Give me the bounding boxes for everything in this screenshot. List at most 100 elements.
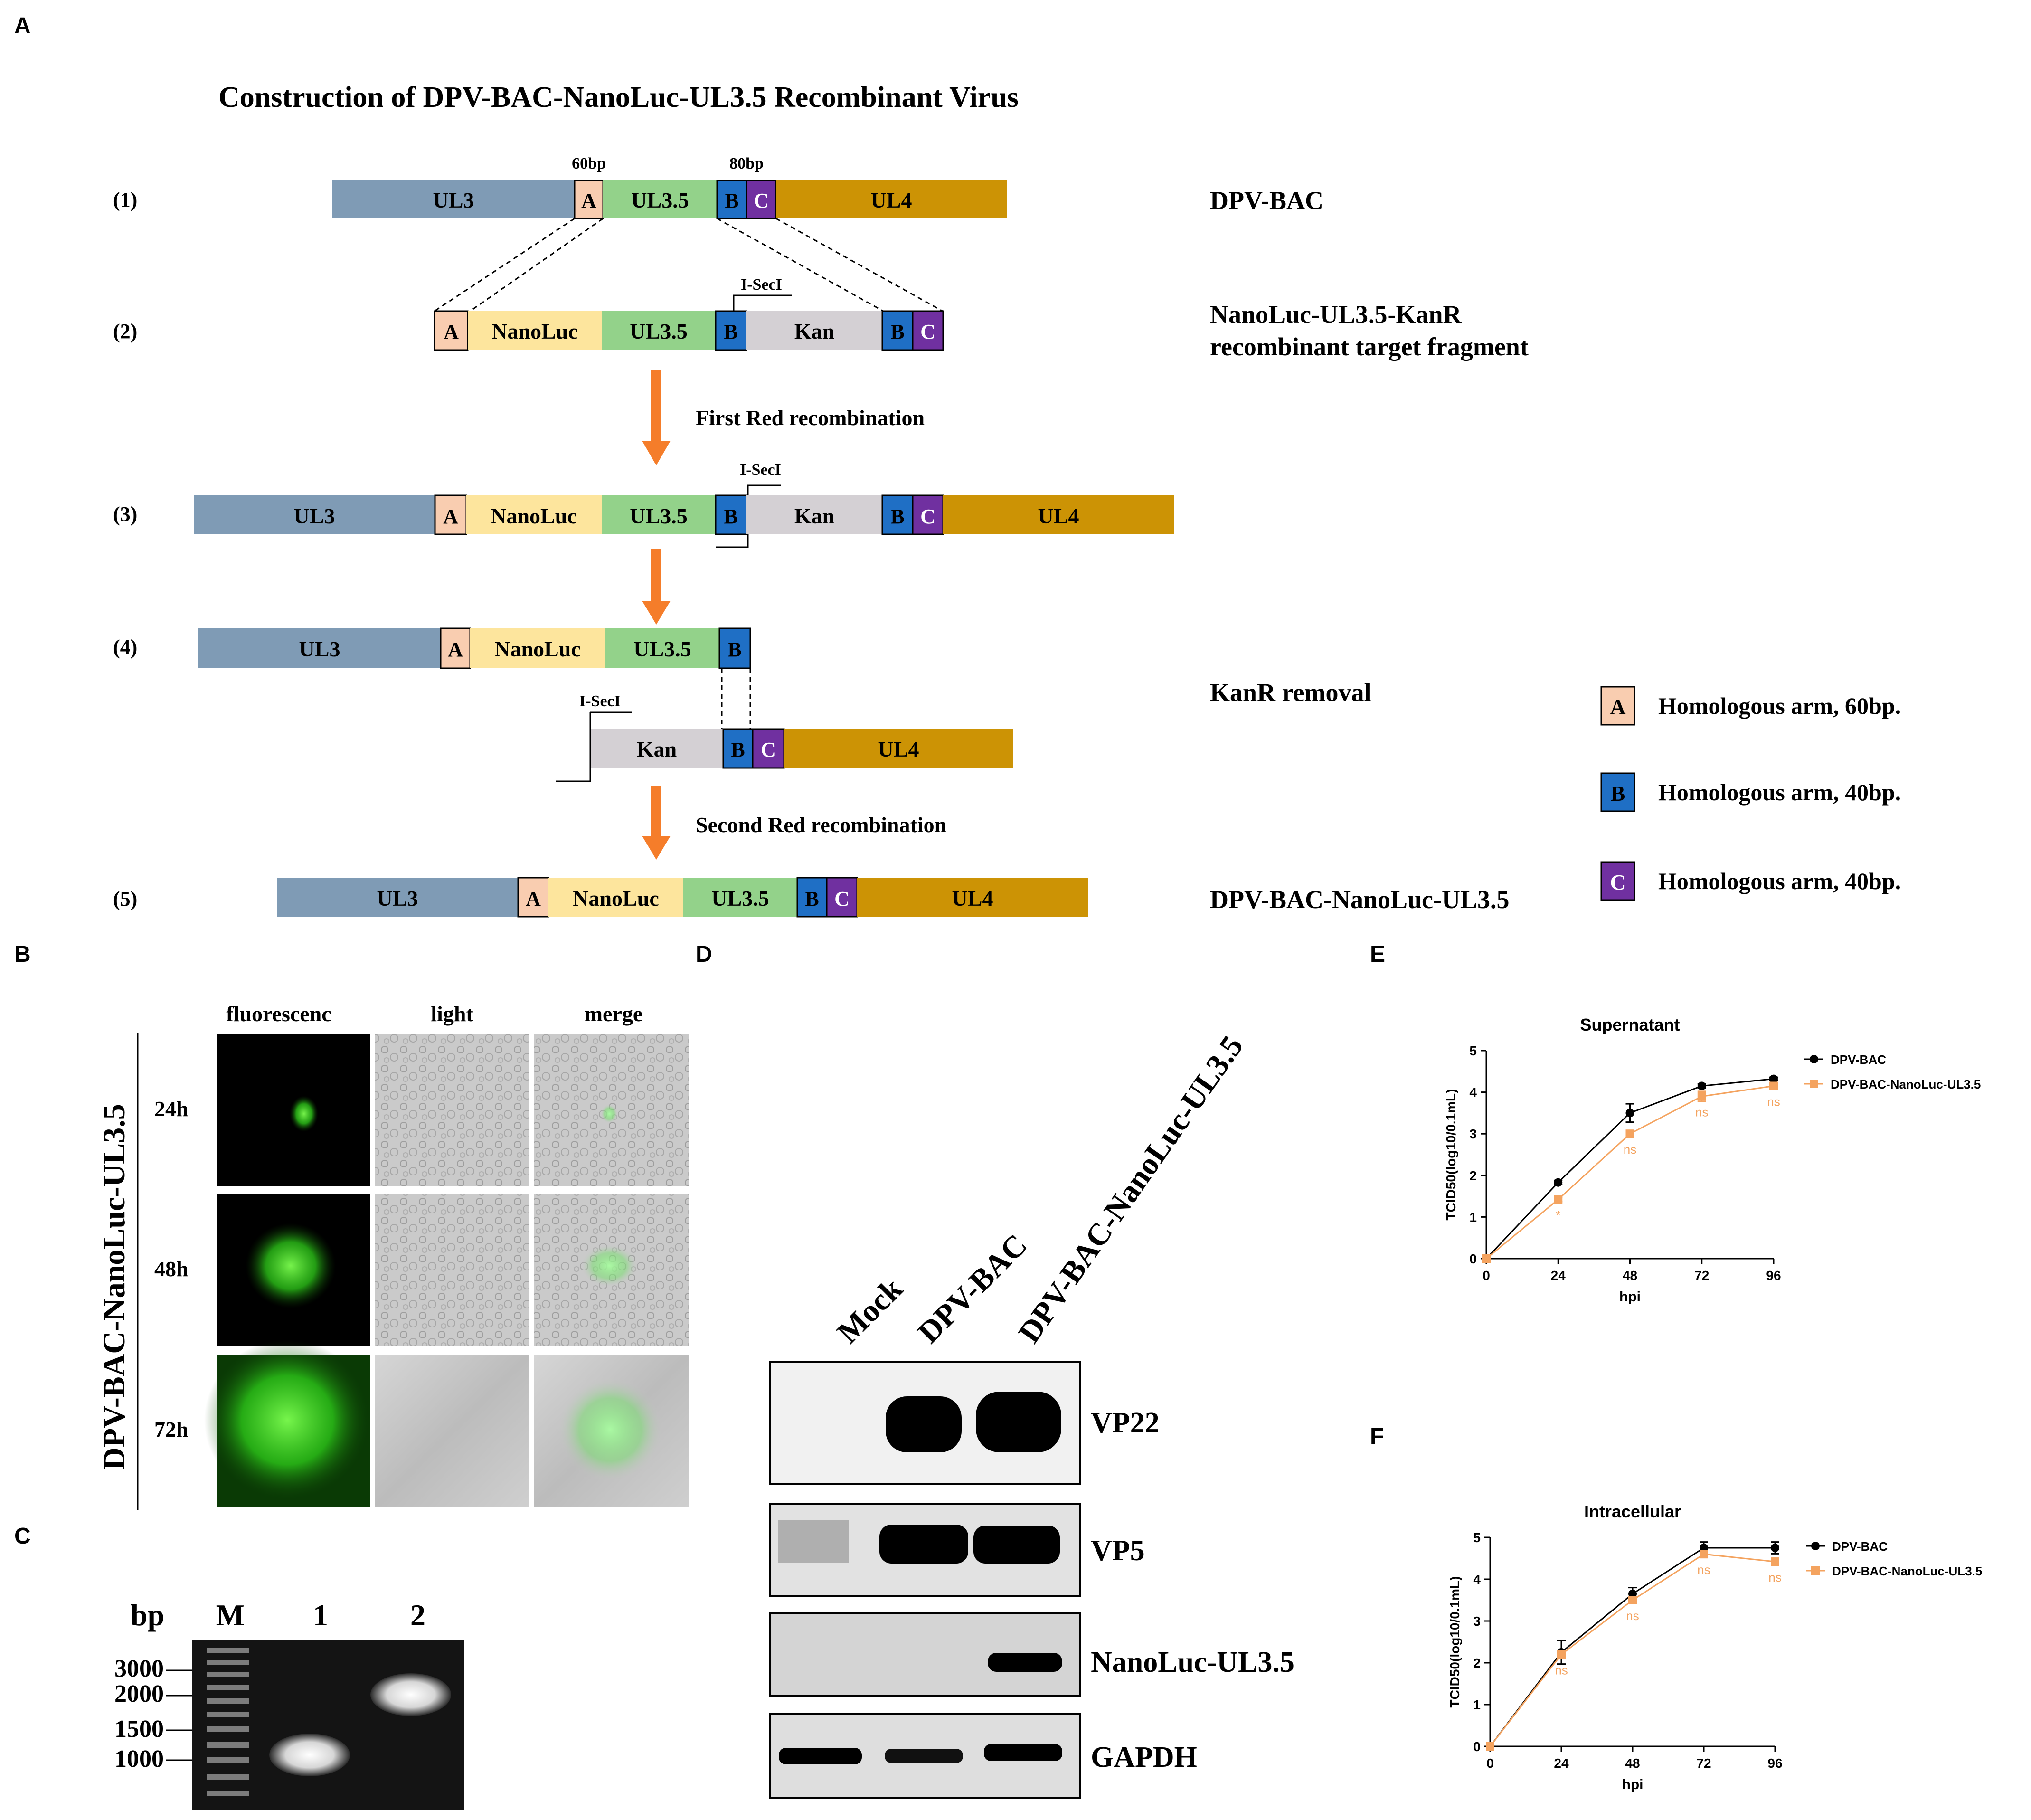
segment-label: UL3.5: [630, 319, 687, 343]
y-tick-label: 3: [1469, 1127, 1477, 1141]
segment-label: UL3.5: [630, 504, 687, 528]
data-point: [1771, 1544, 1779, 1552]
legend-label: DPV-BAC: [1831, 1052, 1886, 1067]
legend-text: Homologous arm, 40bp.: [1658, 779, 1901, 806]
panel-label-c: C: [14, 1524, 31, 1549]
significance-annotation: ns: [1555, 1663, 1568, 1677]
first-recombination-label: First Red recombination: [696, 406, 925, 430]
data-point: [1628, 1596, 1637, 1604]
second-recombination-label: Second Red recombination: [696, 813, 946, 837]
panel-label-a: A: [14, 13, 31, 38]
marker-1500: 1500: [114, 1716, 164, 1743]
legend-label: DPV-BAC: [1832, 1539, 1888, 1554]
segment-label: C: [920, 320, 935, 343]
label-final-construct: DPV-BAC-NanoLuc-UL3.5: [1210, 885, 1510, 914]
segment-label: UL3.5: [633, 637, 691, 661]
dashed-b-alignment: [721, 668, 751, 729]
x-tick-label: 96: [1767, 1756, 1782, 1771]
gel-bp-label: bp: [131, 1598, 164, 1632]
y-axis-label: TCID50(log10/0.1mL): [1447, 1576, 1462, 1708]
ladder-bands: [207, 1648, 249, 1796]
x-axis-label: hpi: [1619, 1289, 1641, 1305]
segment-label: C: [834, 887, 850, 910]
row-label-72h: 72h: [154, 1417, 189, 1441]
segment-label: UL3: [377, 886, 418, 910]
segment-label: UL4: [878, 737, 919, 761]
significance-annotation: ns: [1767, 1094, 1780, 1109]
x-tick-label: 48: [1625, 1756, 1640, 1771]
segment-ul3: [332, 180, 575, 218]
significance-annotation: ns: [1697, 1563, 1710, 1577]
segment-label: C: [920, 505, 935, 528]
x-tick-label: 48: [1623, 1268, 1637, 1283]
panel-label-f: F: [1370, 1424, 1384, 1449]
row-label-2: (2): [113, 320, 137, 343]
chart-title: Intracellular: [1584, 1502, 1681, 1521]
segment-label: A: [581, 189, 596, 212]
segment-label: B: [805, 887, 819, 910]
legend-label: DPV-BAC-NanoLuc-UL3.5: [1832, 1564, 1982, 1578]
segment-label: UL3.5: [711, 886, 769, 910]
band-nanoluc-ul35: [988, 1653, 1062, 1672]
band-gapdh-nanoluc: [984, 1744, 1062, 1761]
legend-label: DPV-BAC-NanoLuc-UL3.5: [1831, 1077, 1981, 1091]
segment-label: B: [727, 638, 741, 661]
legend-marker: [1810, 1055, 1818, 1063]
col-header-fluorescence: fluorescenc: [226, 1002, 331, 1026]
x-tick-label: 72: [1694, 1268, 1709, 1283]
row-label-3: (3): [113, 502, 137, 526]
construct-row-1: UL3 A UL3.5 B C UL4 60bp 80bp: [332, 155, 1007, 219]
significance-annotation: ns: [1695, 1105, 1708, 1119]
col-header-merge: merge: [585, 1002, 643, 1026]
segment-label: UL4: [871, 188, 912, 212]
isce-label: I-SecI: [740, 461, 781, 479]
marker-2000: 2000: [114, 1680, 164, 1707]
segment-label: C: [761, 738, 776, 761]
row-label-5: (5): [113, 887, 137, 910]
segment-label: NanoLuc: [494, 637, 580, 661]
label-kanr-removal: KanR removal: [1210, 678, 1371, 707]
protein-label-gapdh: GAPDH: [1091, 1741, 1197, 1773]
gel-lane-1: 1: [313, 1598, 328, 1632]
gel-lane-m: M: [216, 1598, 245, 1632]
y-tick-label: 1: [1469, 1210, 1477, 1224]
band-vp22-dpv-bac: [886, 1396, 962, 1452]
legend-marker: [1811, 1566, 1820, 1575]
data-point: [1482, 1254, 1491, 1263]
gel-image: [192, 1640, 464, 1810]
significance-annotation: ns: [1624, 1142, 1636, 1156]
step-arrow-1: [642, 370, 671, 465]
segment-ul35: [603, 180, 717, 218]
row-label-48h: 48h: [154, 1257, 189, 1281]
panel-label-b: B: [14, 942, 31, 967]
blot-lane-mock: Mock: [831, 1271, 909, 1350]
sample-label: DPV-BAC-NanoLuc-UL3.5: [97, 1104, 132, 1470]
x-tick-label: 24: [1554, 1756, 1569, 1771]
segment-ul4: [776, 180, 1007, 218]
data-point: [1625, 1129, 1634, 1138]
segment-label: UL3: [294, 504, 335, 528]
data-point: [1554, 1195, 1563, 1204]
legend-marker: [1810, 1080, 1818, 1088]
legend-key: B: [1611, 781, 1625, 806]
panel-label-d: D: [696, 942, 712, 967]
data-point: [1486, 1742, 1494, 1751]
x-tick-label: 0: [1483, 1268, 1490, 1283]
significance-annotation: ns: [1626, 1609, 1639, 1623]
data-point: [1700, 1550, 1708, 1559]
x-tick-label: 96: [1766, 1268, 1781, 1283]
data-point: [1697, 1092, 1706, 1101]
panel-d-western-blot: Mock DPV-BAC DPV-BAC-NanoLuc-UL3.5 VP22 …: [769, 1029, 1294, 1799]
construct-row-4: UL3 A NanoLuc UL3.5 B: [198, 627, 751, 669]
segment-label: B: [724, 505, 737, 528]
blot-lane-dpv-bac-nanoluc: DPV-BAC-NanoLuc-UL3.5: [1011, 1029, 1250, 1349]
y-tick-label: 2: [1469, 1168, 1477, 1183]
legend-marker: [1811, 1542, 1820, 1550]
protein-label-vp22: VP22: [1091, 1407, 1160, 1439]
segment-label: UL3.5: [631, 188, 689, 212]
segment-label: Kan: [794, 504, 834, 528]
protein-label-nanoluc-ul35: NanoLuc-UL3.5: [1091, 1646, 1294, 1678]
image-light-72h: [375, 1355, 529, 1507]
y-tick-label: 4: [1473, 1572, 1481, 1587]
